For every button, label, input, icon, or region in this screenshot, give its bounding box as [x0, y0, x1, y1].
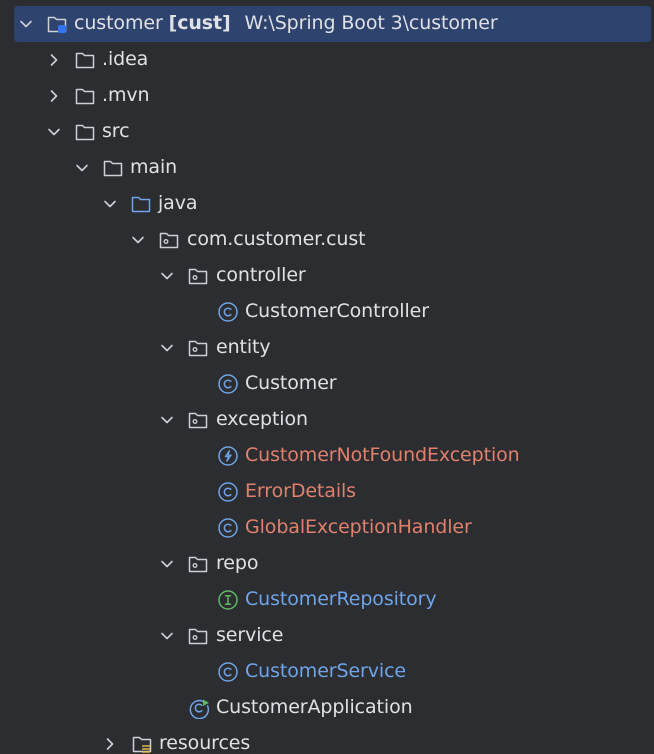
- tree-row-label: src: [102, 120, 130, 142]
- project-path: W:\Spring Boot 3\customer: [244, 12, 498, 34]
- tree-row-java[interactable]: java: [0, 186, 654, 220]
- package-icon: [187, 409, 209, 431]
- class-icon: [217, 661, 239, 683]
- tree-row-label: .idea: [102, 48, 149, 70]
- tree-row-src[interactable]: src: [0, 114, 654, 148]
- chevron-down-icon[interactable]: [102, 196, 118, 212]
- tree-row-label: service: [216, 624, 284, 646]
- source-folder-icon: [130, 193, 152, 215]
- folder-icon: [74, 49, 96, 71]
- package-icon: [187, 625, 209, 647]
- tree-row-label: controller: [216, 264, 306, 286]
- tree-row-label: GlobalExceptionHandler: [245, 516, 472, 538]
- class-icon: [217, 301, 239, 323]
- tree-row-label: entity: [216, 336, 271, 358]
- resources-folder-icon: [131, 733, 153, 754]
- chevron-down-icon[interactable]: [159, 340, 175, 356]
- tree-row-customer-controller[interactable]: CustomerController: [0, 294, 654, 328]
- selection-highlight: [14, 6, 651, 42]
- tree-row-controller[interactable]: controller: [0, 258, 654, 292]
- tree-row-label: main: [130, 156, 178, 178]
- tree-row-label: CustomerApplication: [216, 696, 413, 718]
- package-icon: [187, 337, 209, 359]
- package-icon: [187, 265, 209, 287]
- tree-row-label: CustomerNotFoundException: [245, 444, 520, 466]
- tree-row-label: ErrorDetails: [245, 480, 356, 502]
- spring-boot-class-icon: [188, 697, 210, 719]
- class-icon: [217, 373, 239, 395]
- tree-row-root[interactable]: customer [cust] W:\Spring Boot 3\custome…: [0, 6, 654, 42]
- package-icon: [187, 553, 209, 575]
- tree-row-label: resources: [159, 732, 251, 754]
- folder-icon: [74, 121, 96, 143]
- tree-row-label: .mvn: [102, 84, 150, 106]
- chevron-down-icon[interactable]: [74, 160, 90, 176]
- tree-row-label: Customer: [245, 372, 337, 394]
- tree-row-service[interactable]: service: [0, 618, 654, 652]
- folder-icon: [102, 157, 124, 179]
- chevron-down-icon[interactable]: [159, 556, 175, 572]
- chevron-down-icon[interactable]: [159, 268, 175, 284]
- class-icon: [217, 517, 239, 539]
- exception-class-icon: [217, 445, 239, 467]
- tree-row-exception[interactable]: exception: [0, 402, 654, 436]
- tree-row-label: CustomerRepository: [245, 588, 437, 610]
- tree-row-customer-not-found-exception[interactable]: CustomerNotFoundException: [0, 438, 654, 472]
- chevron-right-icon[interactable]: [102, 736, 118, 752]
- tree-row-idea[interactable]: .idea: [0, 42, 654, 76]
- tree-row-customer-application[interactable]: CustomerApplication: [0, 690, 654, 724]
- tree-row-customer-service[interactable]: CustomerService: [0, 654, 654, 688]
- tree-row-label: CustomerController: [245, 300, 429, 322]
- chevron-down-icon[interactable]: [159, 412, 175, 428]
- tree-row-label: customer [cust] W:\Spring Boot 3\custome…: [74, 11, 498, 35]
- interface-icon: [217, 589, 239, 611]
- tree-row-main[interactable]: main: [0, 150, 654, 184]
- chevron-right-icon[interactable]: [46, 52, 62, 68]
- folder-icon: [74, 85, 96, 107]
- tree-row-customer[interactable]: Customer: [0, 366, 654, 400]
- chevron-down-icon[interactable]: [46, 124, 62, 140]
- tree-row-label: repo: [216, 552, 259, 574]
- class-icon: [217, 481, 239, 503]
- module-tag: [cust]: [168, 12, 231, 34]
- module-folder-icon: [46, 13, 68, 35]
- tree-row-label: CustomerService: [245, 660, 407, 682]
- tree-row-label: java: [158, 192, 198, 214]
- tree-row-entity[interactable]: entity: [0, 330, 654, 364]
- tree-row-resources[interactable]: resources: [0, 726, 654, 754]
- project-name: customer: [74, 12, 163, 34]
- chevron-down-icon[interactable]: [18, 16, 34, 32]
- tree-row-global-exception-handler[interactable]: GlobalExceptionHandler: [0, 510, 654, 544]
- tree-row-customer-repository[interactable]: CustomerRepository: [0, 582, 654, 616]
- tree-row-label: exception: [216, 408, 308, 430]
- tree-row-repo[interactable]: repo: [0, 546, 654, 580]
- chevron-down-icon[interactable]: [130, 232, 146, 248]
- tree-row-error-details[interactable]: ErrorDetails: [0, 474, 654, 508]
- chevron-right-icon[interactable]: [46, 88, 62, 104]
- tree-row-mvn[interactable]: .mvn: [0, 78, 654, 112]
- package-icon: [158, 229, 180, 251]
- tree-row-label: com.customer.cust: [187, 228, 366, 250]
- chevron-down-icon[interactable]: [159, 628, 175, 644]
- tree-row-package-root[interactable]: com.customer.cust: [0, 222, 654, 256]
